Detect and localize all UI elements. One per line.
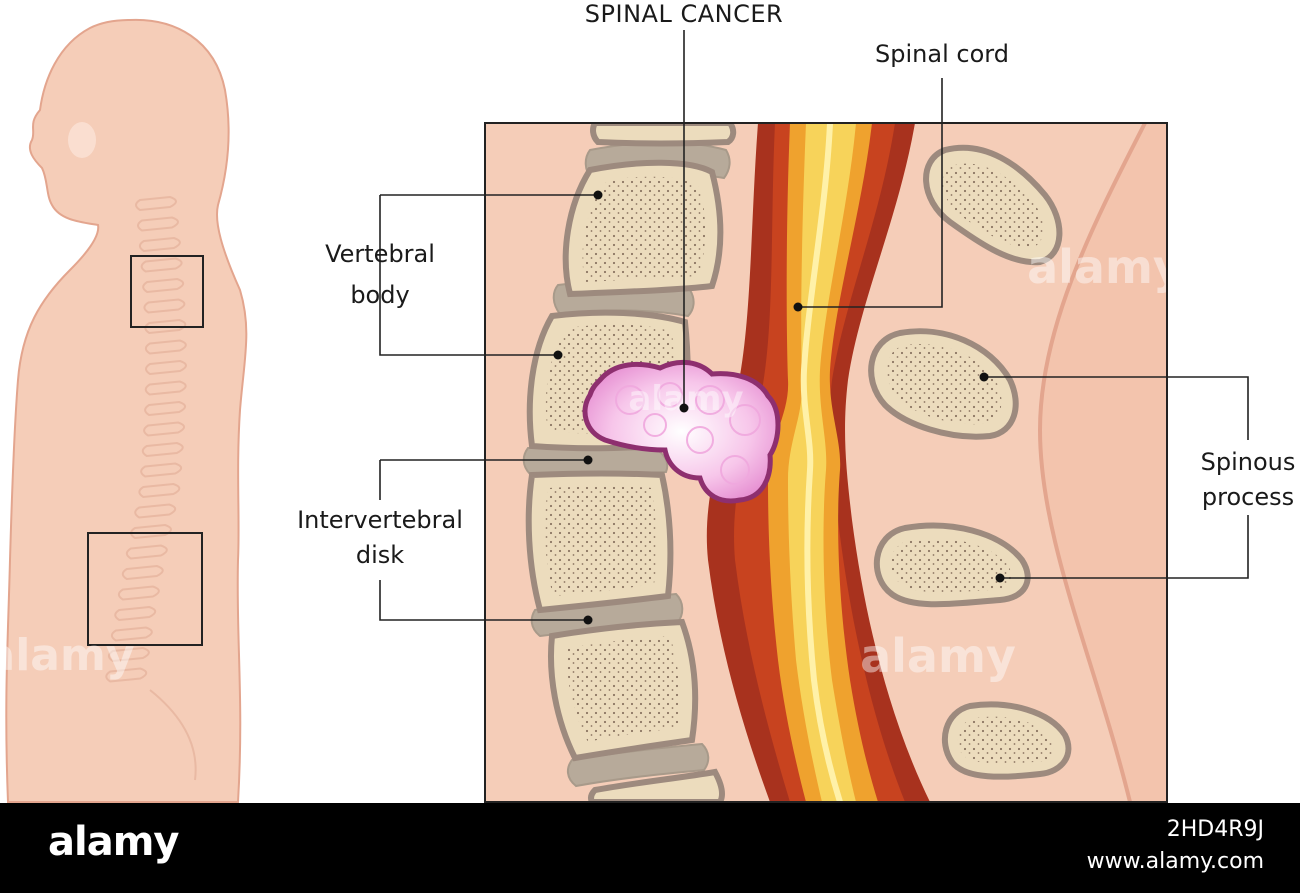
label-intervertebral-disk-line2: disk bbox=[356, 541, 404, 569]
spine-outline bbox=[105, 195, 197, 781]
leader-vertebral-body-bracket bbox=[379, 195, 558, 356]
spinal-cord-inner bbox=[788, 123, 856, 802]
watermark-tumor: alamy bbox=[628, 379, 743, 419]
spine-segment bbox=[144, 380, 187, 396]
sacrum bbox=[149, 689, 197, 781]
body-silhouette bbox=[5, 18, 248, 803]
label-vertebral-body-line2: body bbox=[350, 281, 409, 309]
spinal-cord-core bbox=[800, 123, 843, 802]
spine-segment bbox=[114, 605, 157, 622]
leader-spinous-1 bbox=[984, 376, 1249, 440]
vertebral-body bbox=[547, 618, 699, 762]
spine-segment bbox=[143, 421, 186, 437]
label-spinous-process-line1: Spinous bbox=[1201, 448, 1296, 476]
label-vertebral-body-line1: Vertebral bbox=[325, 240, 435, 268]
spinous-process bbox=[941, 701, 1072, 780]
spine-segment bbox=[121, 564, 164, 581]
spinal-cancer-diagram: alamy alamy alamy alamy SPINAL CANCER Sp… bbox=[0, 0, 1296, 803]
spine-segment bbox=[107, 646, 150, 663]
spine-segment bbox=[117, 585, 160, 601]
spine-segment bbox=[140, 257, 183, 273]
vertebral-body bbox=[590, 123, 737, 147]
watermark-body: alamy bbox=[0, 630, 135, 681]
zoom-panel: alamy alamy alamy bbox=[484, 122, 1183, 803]
spine-segment bbox=[135, 195, 177, 212]
spinous-process bbox=[923, 144, 1063, 266]
spine-segment bbox=[137, 216, 179, 232]
leader-spinous-2 bbox=[1000, 515, 1249, 579]
spine-segment bbox=[110, 626, 153, 642]
spine-segment bbox=[143, 298, 186, 314]
label-intervertebral-disk-line1: Intervertebral bbox=[297, 506, 463, 534]
ear bbox=[68, 122, 96, 158]
spine-segment bbox=[145, 359, 187, 376]
watermark-zoom-bottom: alamy bbox=[860, 629, 1016, 683]
footer-logo: alamy bbox=[48, 819, 179, 865]
spine-segment bbox=[125, 544, 168, 560]
spinous-processes bbox=[868, 144, 1072, 780]
vertebral-body bbox=[562, 159, 724, 298]
spinous-process bbox=[868, 328, 1019, 440]
spine-segment bbox=[105, 667, 148, 683]
spine-segment bbox=[134, 503, 177, 519]
spine-segment bbox=[138, 236, 181, 253]
stock-footer-bar: alamy 2HD4R9J www.alamy.com bbox=[0, 803, 1300, 893]
spine-segment bbox=[138, 482, 181, 499]
leader-lines bbox=[379, 30, 1249, 621]
tumor bbox=[582, 359, 781, 504]
vertebral-body bbox=[525, 470, 674, 614]
spine-segment bbox=[141, 441, 184, 458]
label-spinous-process-line2: process bbox=[1202, 483, 1294, 511]
vertebral-body bbox=[588, 768, 726, 802]
spinous-process bbox=[873, 522, 1031, 608]
spine-segment bbox=[142, 277, 185, 294]
diagram-title: SPINAL CANCER bbox=[585, 0, 783, 28]
highlight-box-lumbar bbox=[87, 532, 203, 646]
watermark-zoom-right: alamy bbox=[1027, 240, 1183, 294]
skin-line bbox=[1037, 123, 1147, 802]
spine-segment bbox=[140, 462, 183, 478]
label-spinal-cord: Spinal cord bbox=[875, 40, 1009, 68]
spine-segment bbox=[144, 400, 187, 417]
spine-segment bbox=[130, 523, 172, 540]
zoom-frame bbox=[484, 122, 1168, 803]
footer-image-id: 2HD4R9J bbox=[1166, 817, 1264, 842]
leader-spinal-cord bbox=[798, 78, 943, 308]
footer-url: www.alamy.com bbox=[1086, 849, 1264, 874]
skin-layer bbox=[1040, 123, 1167, 802]
highlight-box-cervical bbox=[130, 255, 204, 328]
leader-dots bbox=[553, 190, 1005, 625]
body-outline bbox=[5, 18, 248, 803]
leader-intervertebral-bracket bbox=[379, 580, 588, 621]
spine-segment bbox=[144, 339, 187, 355]
